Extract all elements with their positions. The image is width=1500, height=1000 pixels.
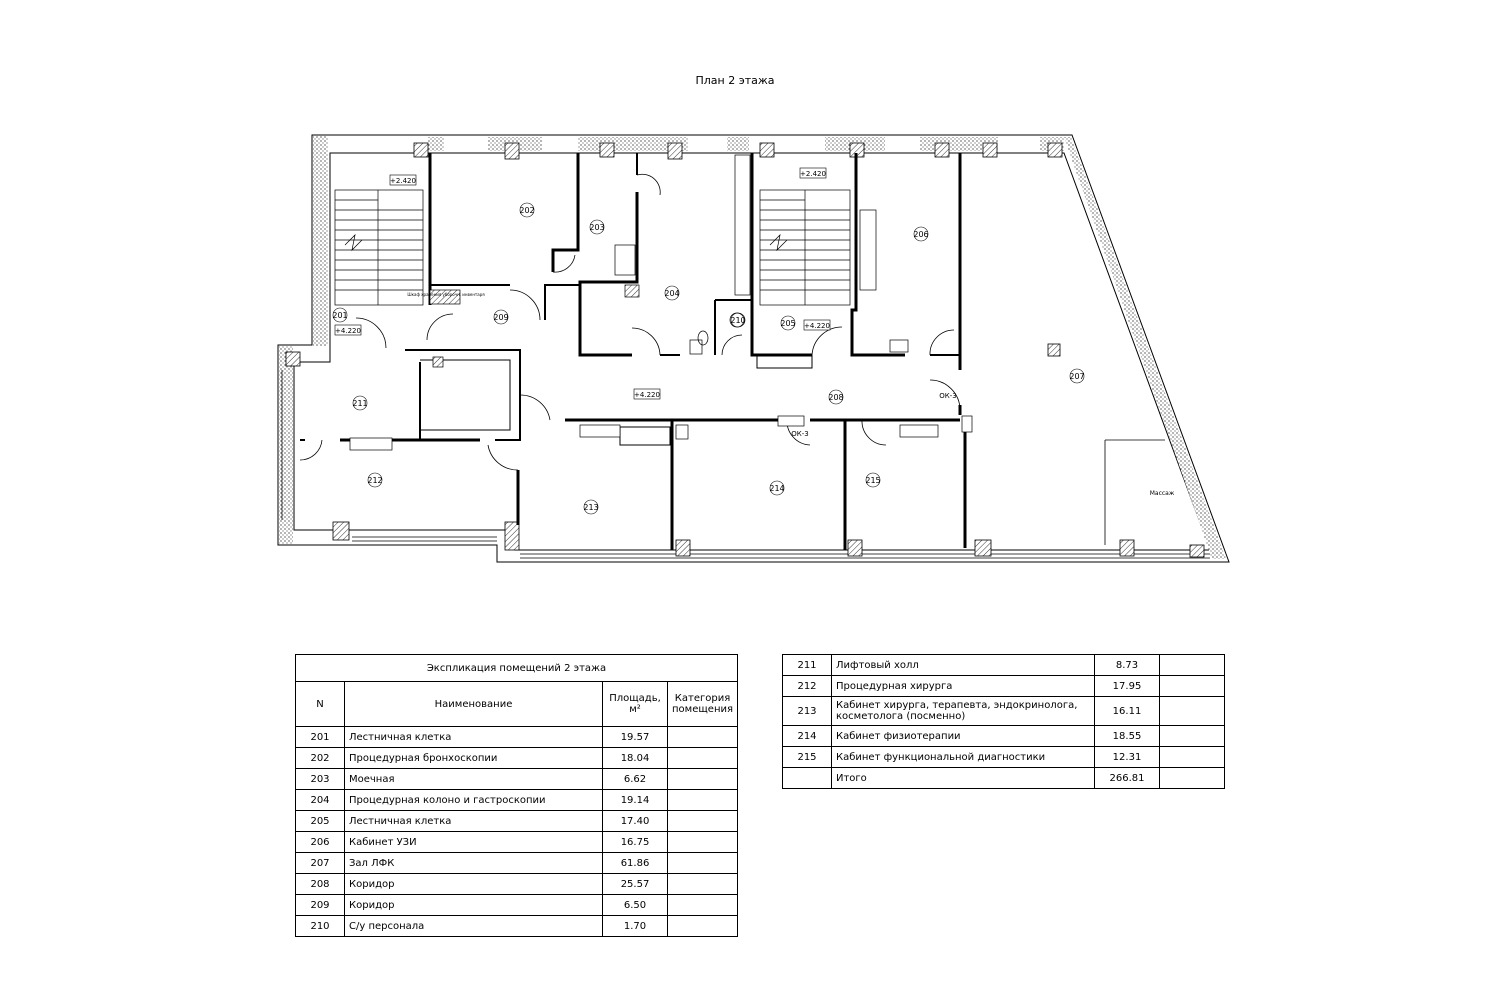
explication-table-left: Экспликация помещений 2 этажа N Наименов…	[295, 654, 738, 937]
room-203-label: 203	[589, 223, 604, 232]
room-214-label: 214	[769, 484, 784, 493]
stairs	[334, 189, 851, 306]
insulation	[279, 136, 1226, 559]
room-202-label: 202	[519, 206, 534, 215]
elevation-marks: +2.420 +4.220 +2.420 +4.220 +4.220	[334, 167, 831, 400]
interior-walls	[300, 153, 1165, 550]
doors	[299, 173, 961, 471]
elevation-mark: +2.420	[800, 170, 826, 178]
room-213-label: 213	[583, 503, 598, 512]
plan-notes: ОК-3 ОК-3 Массаж Шкаф хранения уборочн. …	[407, 292, 1175, 497]
massage-label: Массаж	[1150, 490, 1175, 497]
cabinet-label: Шкаф хранения уборочн. инвентаря	[407, 292, 485, 297]
ok3-label-b: ОК-3	[791, 430, 808, 438]
header-n: N	[295, 681, 345, 727]
plan-title: План 2 этажа	[695, 74, 774, 87]
ok3-label-a: ОК-3	[939, 392, 956, 400]
header-category: Категория помещения	[667, 681, 738, 727]
elevation-mark: +4.220	[634, 391, 660, 399]
room-208-label: 208	[828, 393, 843, 402]
room-204-label: 204	[664, 289, 679, 298]
header-area: Площадь, м²	[602, 681, 669, 727]
elevation-mark: +2.420	[390, 177, 416, 185]
columns	[285, 142, 1205, 558]
room-207-label: 207	[1069, 372, 1084, 381]
room-212-label: 212	[367, 476, 382, 485]
room-210-label: 210	[730, 316, 745, 325]
room-201-label: 201	[332, 311, 347, 320]
elevation-mark: +4.220	[804, 322, 830, 330]
room-211-label: 211	[352, 399, 367, 408]
header-name: Наименование	[343, 681, 604, 727]
room-215-label: 215	[865, 476, 880, 485]
floor-plan: План 2 этажа	[277, 74, 1230, 563]
room-206-label: 206	[913, 230, 928, 239]
room-205-label: 205	[780, 319, 795, 328]
explication-title: Экспликация помещений 2 этажа	[295, 654, 738, 682]
windows	[281, 370, 1210, 559]
elevation-mark: +4.220	[335, 327, 361, 335]
room-labels: 201 202 203 204 205 206 207 208 209 210 …	[332, 202, 1085, 515]
fan-units	[349, 339, 973, 451]
room-209-label: 209	[493, 313, 508, 322]
fixtures	[349, 154, 973, 451]
